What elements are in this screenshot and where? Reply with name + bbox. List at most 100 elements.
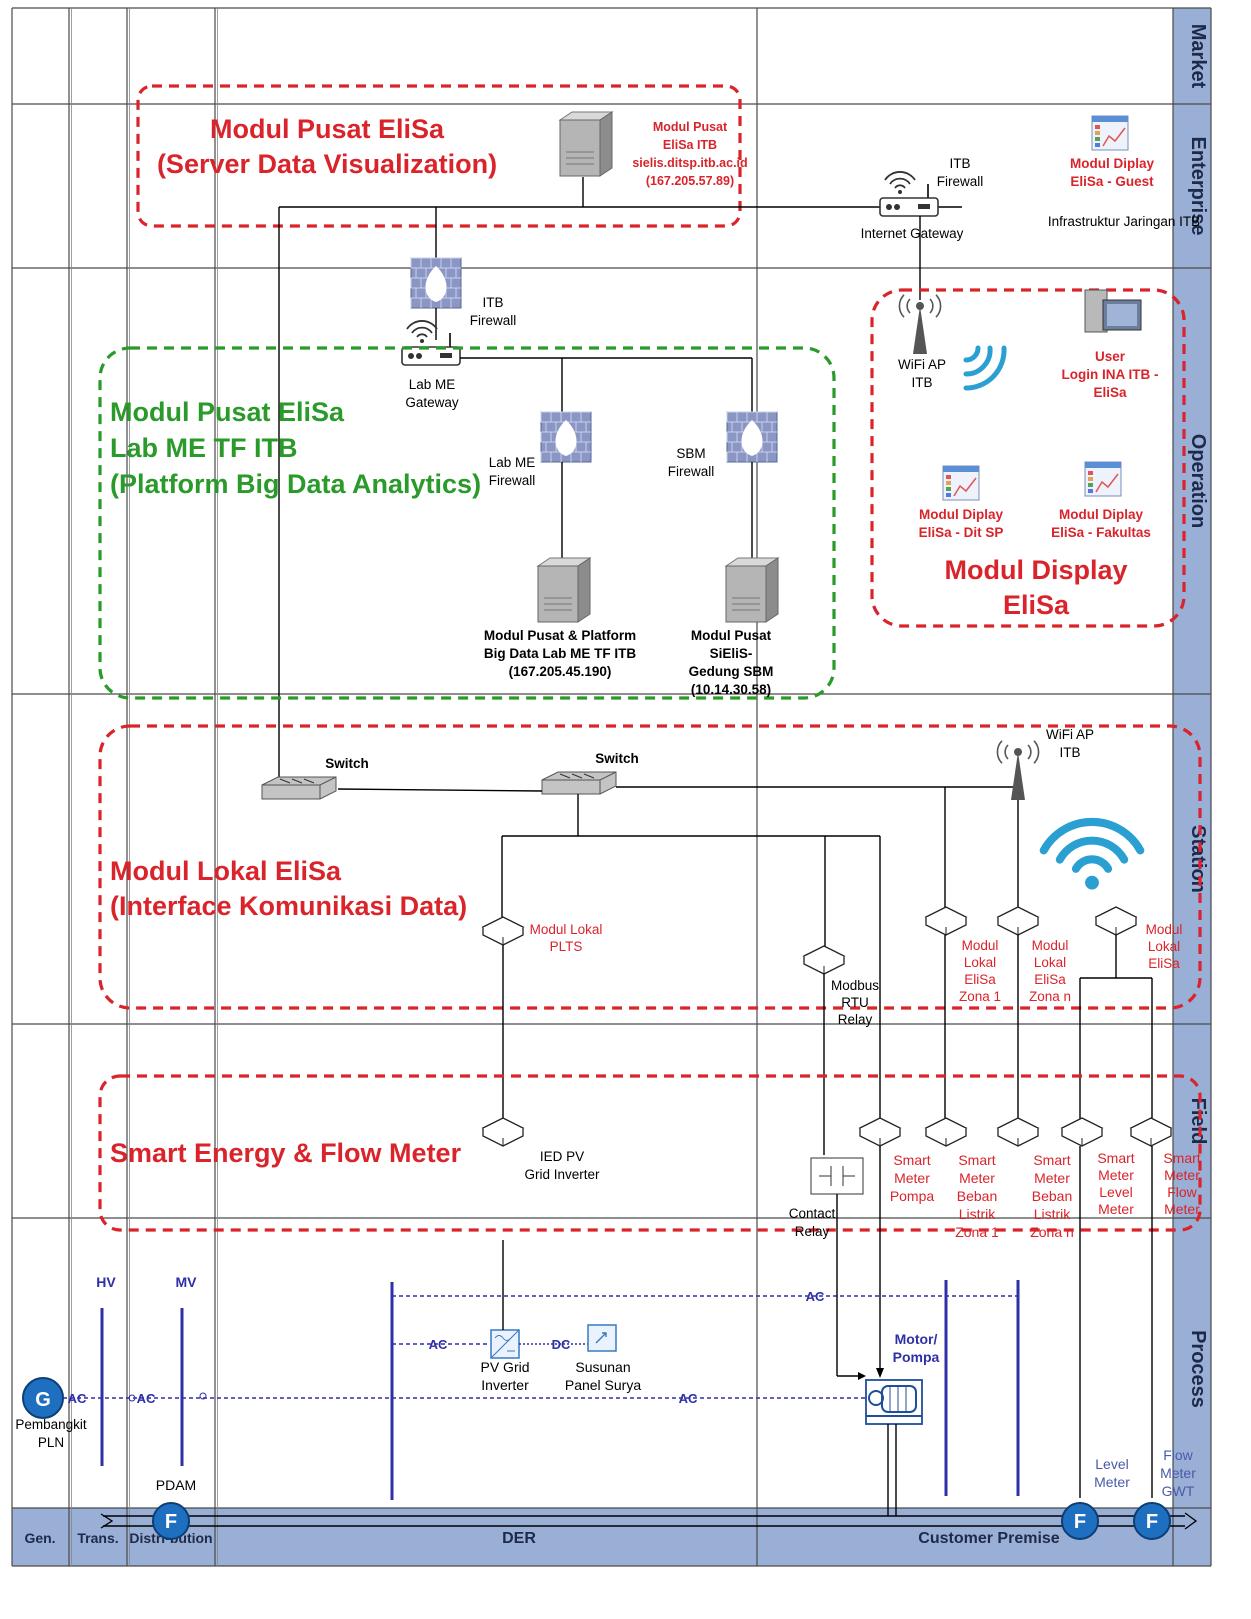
antenna-label: WiFi AP: [898, 357, 946, 372]
server-label: sielis.ditsp.itb.ac.id: [632, 156, 747, 170]
voltage-label: MV: [176, 1274, 198, 1290]
firewall-label: Firewall: [489, 473, 536, 488]
module-label: Modul: [962, 938, 999, 953]
wifi-arc: [1039, 817, 1145, 855]
dash-widget: [1095, 137, 1100, 141]
display-label: EliSa - Dit SP: [919, 525, 1004, 540]
module-label: Zona 1: [959, 989, 1001, 1004]
meter-label: Meter: [894, 1170, 930, 1186]
router-led: [886, 204, 892, 210]
switch-icon: [261, 776, 337, 800]
dash-widget: [1088, 477, 1093, 481]
group-title: Modul Pusat EliSa: [210, 114, 445, 144]
group-title: (Platform Big Data Analytics): [110, 469, 481, 499]
display-label: Modul Diplay: [1070, 156, 1154, 171]
ied-node: [481, 1117, 525, 1147]
dash-widget: [1095, 131, 1100, 135]
signal-arc: [1027, 744, 1032, 760]
flow-symbol: F: [165, 1511, 177, 1533]
flow-meter-label: GWT: [1162, 1483, 1195, 1499]
meter-label: Smart: [1033, 1152, 1070, 1168]
solar-panel-icon: [587, 1324, 617, 1352]
module-label: Zona n: [1029, 989, 1071, 1004]
flow-meter-node: [1129, 1117, 1173, 1147]
server-front: [559, 119, 601, 177]
wifi-ap-antenna-icon: [996, 740, 1040, 800]
ac-label: AC: [679, 1391, 698, 1406]
motor-pump-icon: [865, 1379, 923, 1425]
wifi-dot: [420, 339, 424, 343]
wifi-arc: [411, 326, 433, 334]
signal-arc: [1033, 740, 1040, 764]
gwt-flow-meter-icon: [1133, 1502, 1171, 1540]
firewall-label: SBM: [676, 446, 705, 461]
meter-label: Beban: [1032, 1188, 1072, 1204]
dash-bar: [1092, 116, 1128, 122]
module-label: Modul: [1146, 922, 1183, 937]
panel-label: Panel Surya: [565, 1377, 641, 1393]
connector-line: [337, 788, 543, 792]
switch-label: Switch: [325, 756, 369, 771]
meter-label: IED PV: [540, 1149, 584, 1164]
meter-label: Meter: [1034, 1170, 1070, 1186]
server-label: (167.205.57.89): [646, 174, 734, 188]
pdam-flow-meter-icon: [152, 1502, 190, 1540]
zone-label-station: Station: [1187, 825, 1209, 893]
ac-label: AC: [429, 1337, 448, 1352]
signal-arc: [929, 298, 934, 314]
tower-top: [1014, 748, 1022, 756]
antenna-label: ITB: [1059, 745, 1080, 760]
dash-widget: [1088, 483, 1093, 487]
plts-module-node: [481, 916, 525, 946]
meter-label: Meter: [1164, 1167, 1200, 1183]
inverter-diag: [490, 1329, 520, 1359]
relay-label: Contact: [789, 1206, 836, 1221]
switch-arrow: [583, 773, 595, 779]
level-meter-label: Meter: [1094, 1474, 1130, 1490]
switch-arrow: [291, 778, 303, 784]
switch-body: [541, 771, 617, 795]
meter-label: Smart: [1097, 1150, 1134, 1166]
wifi-dot: [1085, 875, 1099, 890]
dash-bar: [1085, 462, 1121, 468]
dash-widget: [1088, 471, 1093, 475]
antenna-label: WiFi AP: [1046, 727, 1094, 742]
meter-label: Pompa: [890, 1188, 935, 1204]
beban1-meter-node: [924, 1117, 968, 1147]
flame: [425, 266, 447, 302]
meter-label: Smart: [958, 1152, 995, 1168]
display-label: EliSa - Fakultas: [1051, 525, 1151, 540]
meter-label: Meter: [1098, 1167, 1134, 1183]
wifi-arc: [889, 177, 911, 185]
server-side: [577, 557, 591, 623]
arrow-head: [858, 1372, 866, 1380]
dc-label: DC: [552, 1337, 571, 1352]
contact-relay-icon: [810, 1157, 864, 1195]
domain-label: DER: [502, 1530, 536, 1547]
network-label: Infrastruktur Jaringan ITB: [1048, 214, 1200, 229]
flow-meter-label: Flow: [1163, 1447, 1193, 1463]
domain-band: [12, 1508, 1211, 1566]
wifi-wave-icon: [963, 345, 993, 377]
meter-label: Listrik: [959, 1206, 997, 1222]
fakultas-dashboard-icon: [1084, 461, 1122, 497]
ditsp-dashboard-icon: [942, 465, 980, 501]
meter-label: Smart: [893, 1152, 930, 1168]
dash-widget: [946, 487, 951, 491]
flame: [741, 420, 763, 456]
pompa-meter-node: [858, 1117, 902, 1147]
user-label: User: [1095, 349, 1126, 364]
wifi-arc: [1055, 836, 1129, 864]
itb-firewall-icon: [410, 257, 462, 309]
server-label: (10.14.30.58): [691, 682, 771, 697]
pipe-end-arrow: [1184, 1512, 1198, 1530]
panel-arrow: [595, 1332, 607, 1344]
server-label: Modul Pusat: [691, 628, 772, 643]
line-junction: [128, 1394, 136, 1402]
firewall-label: Firewall: [937, 174, 984, 189]
tower-mast: [1011, 752, 1025, 800]
zone-label-process: Process: [1187, 1330, 1209, 1408]
meter-label: Zona 1: [955, 1224, 999, 1240]
domain-label: Trans.: [77, 1530, 118, 1546]
